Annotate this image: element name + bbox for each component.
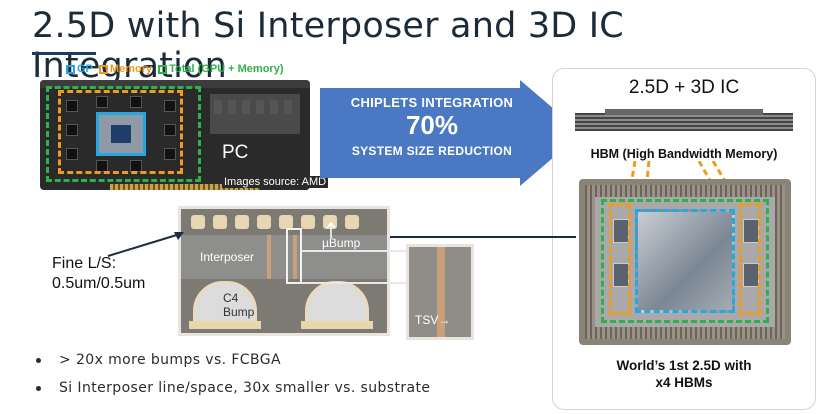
memory-chip bbox=[66, 124, 78, 136]
capacitor bbox=[214, 100, 222, 114]
gp-swatch-icon bbox=[66, 64, 75, 74]
panel-title: 2.5D + 3D IC bbox=[628, 77, 740, 98]
legend: GP Memory Total (GPU + Memory) bbox=[66, 63, 284, 75]
capacitor bbox=[242, 100, 250, 114]
ubump-label: µBump bbox=[322, 236, 361, 250]
image-credit: Images source: AMD bbox=[222, 176, 329, 188]
arrow-percentage: 70% bbox=[405, 110, 459, 140]
memory-chip bbox=[66, 148, 78, 160]
memory-chip bbox=[96, 96, 108, 108]
bullet-list: > 20x more bumps vs. FCBGA Si Interposer… bbox=[36, 352, 430, 408]
hbm-label: HBM (High Bandwidth Memory) bbox=[590, 147, 778, 161]
memory-outline bbox=[58, 90, 183, 174]
bullet-text: Si Interposer line/space, 30x smaller vs… bbox=[59, 380, 431, 396]
slide-title: 2.5D with Si Interposer and 3D IC Integr… bbox=[32, 6, 624, 86]
arrow-shape bbox=[320, 80, 582, 186]
fine-ls-arrow-icon bbox=[107, 232, 184, 257]
c4-label: C4 Bump bbox=[223, 291, 254, 319]
memory-swatch-icon bbox=[98, 64, 108, 74]
bullet-text: > 20x more bumps vs. FCBGA bbox=[59, 352, 281, 368]
tsv bbox=[293, 235, 297, 279]
gpu-chip bbox=[96, 112, 146, 156]
stack-layers bbox=[575, 113, 793, 131]
c4-label-line-2: Bump bbox=[223, 305, 255, 319]
legend-gp: GP bbox=[66, 63, 93, 75]
fine-ls-line-2: 0.5um/0.5um bbox=[52, 275, 146, 292]
bullet-icon bbox=[36, 357, 41, 363]
memory-chip bbox=[130, 96, 142, 108]
stack-top bbox=[605, 109, 763, 115]
ubump-row bbox=[191, 215, 381, 233]
pc-label: PC bbox=[222, 142, 249, 163]
fine-ls-label: Fine L/S: 0.5um/0.5um bbox=[52, 254, 145, 294]
memory-outline-right bbox=[739, 203, 761, 315]
gpu-die bbox=[111, 125, 131, 143]
ubump bbox=[191, 215, 205, 229]
memory-chip bbox=[164, 148, 176, 160]
legend-gp-label: GP bbox=[77, 63, 93, 75]
c4-label-line-1: C4 bbox=[223, 291, 239, 305]
zoom-connector bbox=[302, 282, 406, 284]
package-photo bbox=[579, 179, 791, 345]
arrow-line-1: CHIPLETS INTEGRATION bbox=[350, 95, 514, 110]
ubump bbox=[235, 215, 249, 229]
tsv bbox=[267, 235, 271, 279]
memory-chip bbox=[66, 100, 78, 112]
connector-line bbox=[390, 236, 576, 238]
tsv-label: TSV→ bbox=[415, 313, 451, 327]
interposer-label: Interposer bbox=[200, 250, 255, 264]
total-outline bbox=[46, 86, 201, 182]
ubump bbox=[257, 215, 271, 229]
tsv-zoom-image: TSV→ bbox=[406, 244, 474, 340]
legend-total: Total (GPU + Memory) bbox=[158, 63, 284, 75]
ubump bbox=[279, 215, 293, 229]
bullet-item: Si Interposer line/space, 30x smaller vs… bbox=[36, 380, 430, 396]
memory-chip bbox=[164, 124, 176, 136]
bullet-item: > 20x more bumps vs. FCBGA bbox=[36, 352, 430, 368]
capacitor bbox=[284, 100, 292, 114]
legend-total-label: Total (GPU + Memory) bbox=[169, 63, 284, 75]
cross-section-image: C4 Bump bbox=[178, 206, 390, 336]
ubump-arrow-icon bbox=[326, 222, 336, 238]
board-edge bbox=[40, 80, 310, 88]
ubump bbox=[213, 215, 227, 229]
ubump bbox=[301, 215, 315, 229]
capacitor bbox=[228, 100, 236, 114]
legend-memory: Memory bbox=[98, 63, 153, 75]
total-outline bbox=[601, 199, 769, 323]
bullet-icon bbox=[36, 385, 41, 391]
title-underline bbox=[32, 52, 96, 55]
c4-pad bbox=[301, 321, 373, 329]
pcie-connector bbox=[110, 184, 260, 190]
caption-line-2: x4 HBMs bbox=[655, 375, 713, 390]
capacitor bbox=[256, 100, 264, 114]
gpu-board-image: PC bbox=[40, 80, 310, 190]
capacitor bbox=[270, 100, 278, 114]
hbm-stack-image bbox=[575, 109, 793, 137]
arrow-line-3: SYSTEM SIZE REDUCTION bbox=[351, 144, 513, 158]
zoom-connector bbox=[302, 250, 406, 252]
tsv-zoom bbox=[437, 247, 445, 337]
panel-caption: World’s 1st 2.5D with x4 HBMs bbox=[553, 357, 815, 391]
total-swatch-icon bbox=[158, 64, 168, 74]
tsv-highlight bbox=[286, 228, 302, 284]
memory-outline-left bbox=[609, 203, 631, 315]
caption-line-1: World’s 1st 2.5D with bbox=[616, 358, 752, 373]
gpu-die-outline bbox=[635, 209, 735, 313]
legend-memory-label: Memory bbox=[109, 63, 153, 75]
c4-pad bbox=[189, 321, 261, 329]
memory-chip bbox=[164, 100, 176, 112]
right-panel: 2.5D + 3D IC HBM (High Bandwidth Memory)… bbox=[552, 68, 816, 410]
ubump bbox=[345, 215, 359, 229]
interposer-layer bbox=[181, 235, 387, 279]
arrow-text: CHIPLETS INTEGRATION 70% SYSTEM SIZE RED… bbox=[334, 95, 530, 158]
fine-ls-line-1: Fine L/S: bbox=[52, 255, 117, 272]
